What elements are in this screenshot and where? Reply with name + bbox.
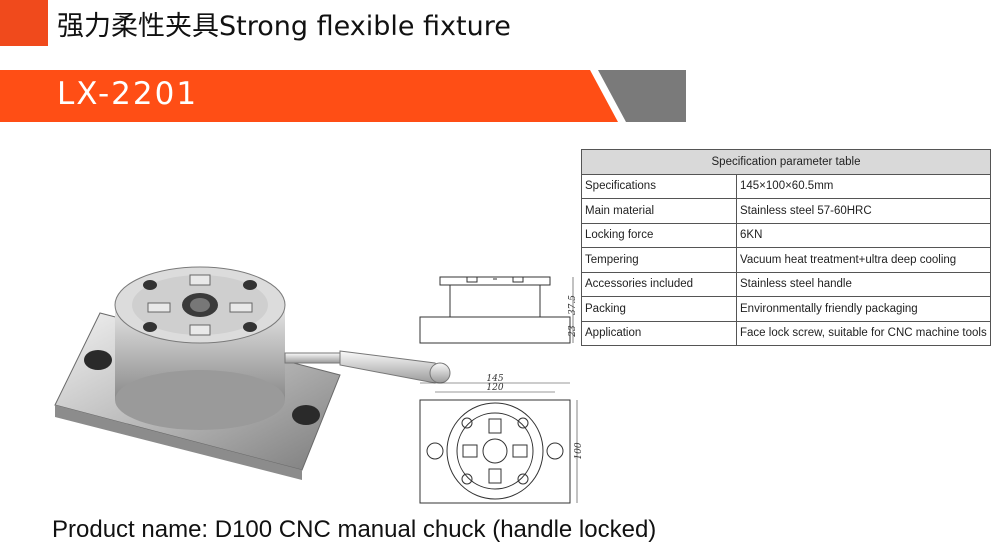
spec-value: 6KN <box>736 222 991 248</box>
spec-value: Face lock screw, suitable for CNC machin… <box>736 320 991 346</box>
technical-drawing: 37.5 23 145 120 100 <box>419 276 584 504</box>
product-photo <box>54 266 451 480</box>
dim-height-lower: 23 <box>568 325 578 338</box>
product-name: Product name: D100 CNC manual chuck (han… <box>52 516 657 543</box>
dim-width-overall: 145 <box>486 374 503 384</box>
spec-value: 145×100×60.5mm <box>736 173 991 199</box>
dim-depth: 100 <box>574 442 584 459</box>
page-title: 强力柔性夹具Strong flexible fixture <box>57 11 511 42</box>
dim-width-inner: 120 <box>486 383 503 393</box>
spec-value: Stainless steel 57-60HRC <box>736 198 991 224</box>
spec-key: Tempering <box>581 247 737 273</box>
spec-key: Accessories included <box>581 271 737 297</box>
spec-key: Main material <box>581 198 737 224</box>
model-banner <box>0 70 690 122</box>
spec-table-title: Specification parameter table <box>581 149 991 175</box>
spec-value: Environmentally friendly packaging <box>736 296 991 322</box>
model-code: LX-2201 <box>57 76 199 112</box>
spec-key: Packing <box>581 296 737 322</box>
spec-table: Specification parameter table Specificat… <box>581 149 991 346</box>
spec-key: Locking force <box>581 222 737 248</box>
spec-value: Vacuum heat treatment+ultra deep cooling <box>736 247 991 273</box>
header-accent-block <box>0 0 48 46</box>
dim-height-upper: 37.5 <box>568 295 578 315</box>
spec-value: Stainless steel handle <box>736 271 991 297</box>
spec-key: Specifications <box>581 173 737 199</box>
spec-key: Application <box>581 320 737 346</box>
